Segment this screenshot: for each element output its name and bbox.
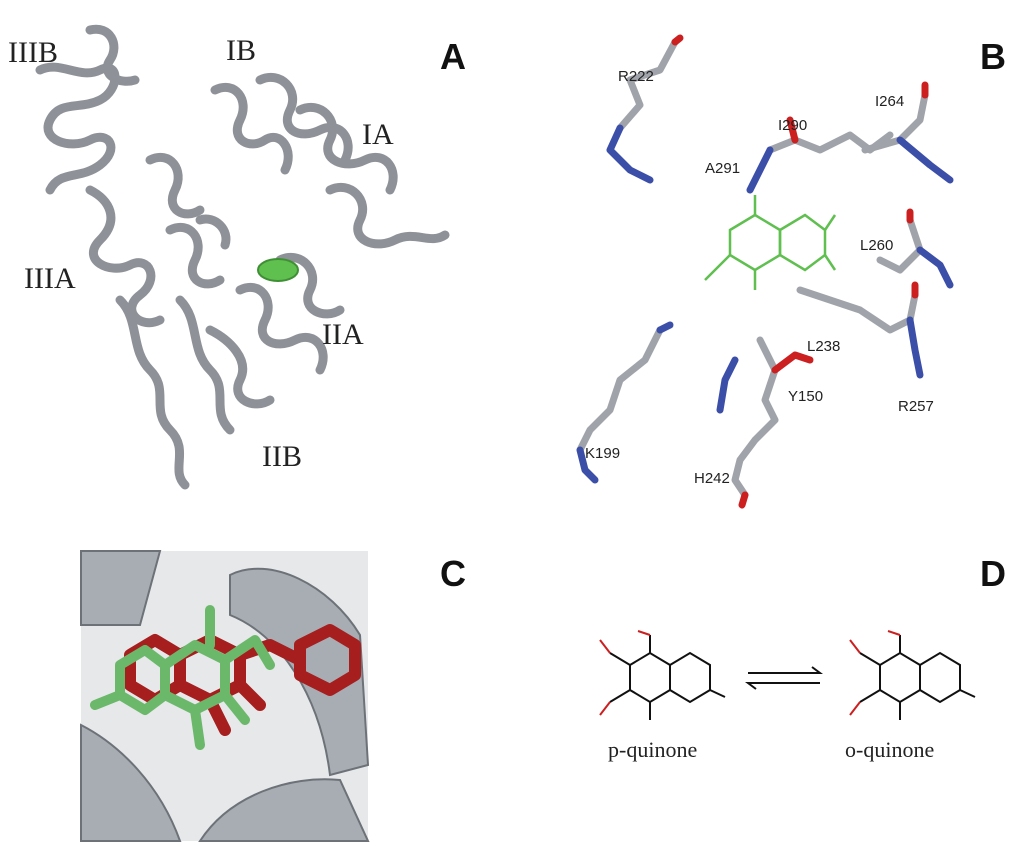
domain-label-iia: IIA xyxy=(322,318,364,351)
domain-label-iiia: IIIA xyxy=(24,262,76,295)
domain-label-ib: IB xyxy=(226,34,256,67)
panel-b: R222 I290 I264 A291 L260 L238 Y150 R257 … xyxy=(520,0,1024,520)
panel-c: C xyxy=(0,545,500,846)
o-quinone-label: o-quinone xyxy=(845,737,935,762)
residue-label-r257: R257 xyxy=(898,398,934,415)
ligand-blob xyxy=(257,258,299,282)
panel-letter-c: C xyxy=(440,553,466,594)
p-quinone-structure xyxy=(599,630,726,720)
panel-a: IIIB IB IA IIIA IIA IIB A xyxy=(0,0,500,500)
domain-label-iib: IIB xyxy=(262,440,302,473)
o-quinone-structure xyxy=(849,630,976,720)
p-quinone-label: p-quinone xyxy=(608,737,698,762)
residue-label-a291: A291 xyxy=(705,160,741,177)
residue-label-h242: H242 xyxy=(694,470,730,487)
panel-letter-d: D xyxy=(980,553,1006,594)
residue-label-r222: R222 xyxy=(618,68,654,85)
ligand-overlay-figure xyxy=(80,550,370,842)
domain-label-iiib: IIIB xyxy=(8,36,58,69)
panel-letter-b: B xyxy=(980,36,1006,77)
residue-label-y150: Y150 xyxy=(788,388,824,405)
panel-letter-a: A xyxy=(440,36,466,77)
tautomer-scheme xyxy=(599,630,976,720)
protein-ribbon-figure xyxy=(35,24,450,490)
domain-label-ia: IA xyxy=(362,118,394,151)
residue-label-i290: I290 xyxy=(778,117,808,134)
residue-label-l238: L238 xyxy=(807,338,841,355)
residue-label-k199: K199 xyxy=(585,445,621,462)
equilibrium-arrows xyxy=(745,666,823,690)
panel-d: p-quinone o-quinone D xyxy=(520,545,1024,846)
residue-label-i264: I264 xyxy=(875,93,905,110)
binding-site-figure xyxy=(576,34,954,509)
residue-label-l260: L260 xyxy=(860,237,894,254)
